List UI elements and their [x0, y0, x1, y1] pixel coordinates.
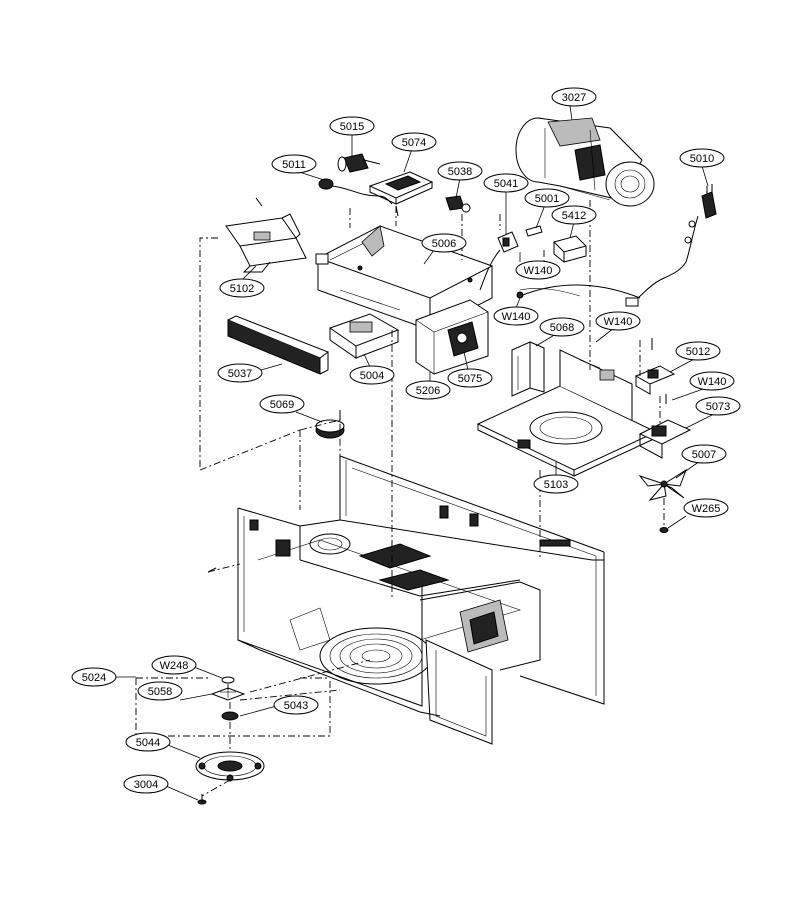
- label-W265: W265: [683, 498, 729, 518]
- part-number-text: 5007: [692, 449, 716, 461]
- part-coupler-5058: [210, 687, 246, 701]
- part-number-text: 5044: [136, 737, 160, 749]
- label-5007: 5007: [681, 444, 727, 464]
- part-number-text: W140: [604, 316, 633, 328]
- part-number-text: W265: [692, 503, 721, 515]
- part-number-text: 5412: [562, 210, 586, 222]
- part-number-text: 5073: [706, 401, 730, 413]
- part-number-text: 3027: [562, 92, 586, 104]
- part-base-5103: [476, 349, 658, 477]
- label-5043: 5043: [273, 695, 319, 715]
- part-number-text: 5102: [230, 283, 254, 295]
- part-number-text: 5068: [550, 322, 574, 334]
- part-fan-blade-5007: [638, 468, 687, 501]
- leader-lines: [116, 105, 717, 801]
- part-number-text: 5075: [458, 373, 482, 385]
- part-number-text: 5001: [535, 193, 559, 205]
- label-5102: 5102: [219, 278, 265, 298]
- part-number-text: 5206: [416, 385, 440, 397]
- part-labels: 3027 5015 5074 5011 5038 5041 5010 5001 …: [71, 87, 741, 794]
- label-W248: W248: [151, 655, 197, 675]
- label-5006: 5006: [421, 233, 467, 253]
- part-number-text: 5103: [544, 479, 568, 491]
- label-3004: 3004: [123, 774, 169, 794]
- part-number-text: 5074: [402, 137, 426, 149]
- part-oven-cavity: [237, 455, 605, 745]
- part-number-text: W140: [524, 265, 553, 277]
- part-5015: [337, 153, 381, 173]
- part-number-text: 5038: [448, 166, 472, 178]
- part-number-text: 3004: [134, 779, 158, 791]
- label-5103: 5103: [533, 474, 579, 494]
- assembly-lines: [135, 200, 665, 797]
- label-5038: 5038: [437, 161, 483, 181]
- part-number-text: 5015: [340, 121, 364, 133]
- part-5412: [553, 235, 587, 264]
- part-power-cord-5010: [625, 184, 717, 307]
- part-blower-fan-3027: [515, 117, 655, 207]
- part-filter-5037: [226, 315, 330, 375]
- part-number-text: 5069: [270, 399, 294, 411]
- label-5004: 5004: [349, 365, 395, 385]
- part-5012: [634, 365, 676, 395]
- label-W140-a: W140: [515, 260, 561, 280]
- part-5075: [447, 321, 479, 357]
- part-5074: [368, 171, 434, 205]
- part-5001: [525, 225, 543, 237]
- label-5024: 5024: [71, 667, 117, 687]
- part-5073: [638, 419, 692, 459]
- label-5041: 5041: [483, 173, 529, 193]
- label-5011: 5011: [271, 154, 317, 174]
- part-number-text: 5004: [360, 370, 384, 382]
- part-number-text: W248: [160, 660, 189, 672]
- part-washer-W265: [659, 527, 669, 533]
- label-5068: 5068: [539, 317, 585, 337]
- part-W248: [221, 676, 235, 684]
- part-5102: [225, 213, 307, 273]
- label-5074: 5074: [391, 132, 437, 152]
- label-5075: 5075: [447, 368, 493, 388]
- label-5037: 5037: [217, 363, 263, 383]
- part-number-text: 5037: [228, 368, 252, 380]
- label-5073: 5073: [695, 396, 741, 416]
- part-5043: [221, 711, 239, 721]
- part-number-text: 5006: [432, 238, 456, 250]
- part-5038: [445, 195, 471, 213]
- label-5010: 5010: [679, 148, 725, 168]
- part-number-text: 5043: [284, 700, 308, 712]
- part-5041: [497, 231, 519, 253]
- part-number-text: 5010: [690, 153, 714, 165]
- label-3027: 3027: [551, 87, 597, 107]
- part-roller-ring-5044: [195, 751, 265, 782]
- part-number-text: 5041: [494, 178, 518, 190]
- label-5001: 5001: [524, 188, 570, 208]
- label-5069: 5069: [259, 394, 305, 414]
- label-5206: 5206: [405, 380, 451, 400]
- part-number-text: W140: [502, 311, 531, 323]
- wire-harness: [479, 249, 641, 299]
- part-number-text: 5011: [282, 159, 306, 171]
- part-number-text: 5024: [82, 672, 106, 684]
- label-5044: 5044: [125, 732, 171, 752]
- label-5015: 5015: [329, 116, 375, 136]
- part-5069: [315, 410, 345, 439]
- part-number-text: W140: [698, 376, 727, 388]
- part-number-text: 5012: [686, 346, 710, 358]
- label-5412: 5412: [551, 205, 597, 225]
- part-5068: [511, 341, 545, 397]
- label-W140-d: W140: [689, 371, 735, 391]
- label-W140-b: W140: [493, 306, 539, 326]
- label-5058: 5058: [137, 681, 183, 701]
- part-screw-3004: [197, 794, 207, 805]
- part-number-text: 5058: [148, 686, 172, 698]
- part-5004: [328, 313, 400, 359]
- label-W140-c: W140: [595, 311, 641, 331]
- label-5012: 5012: [675, 341, 721, 361]
